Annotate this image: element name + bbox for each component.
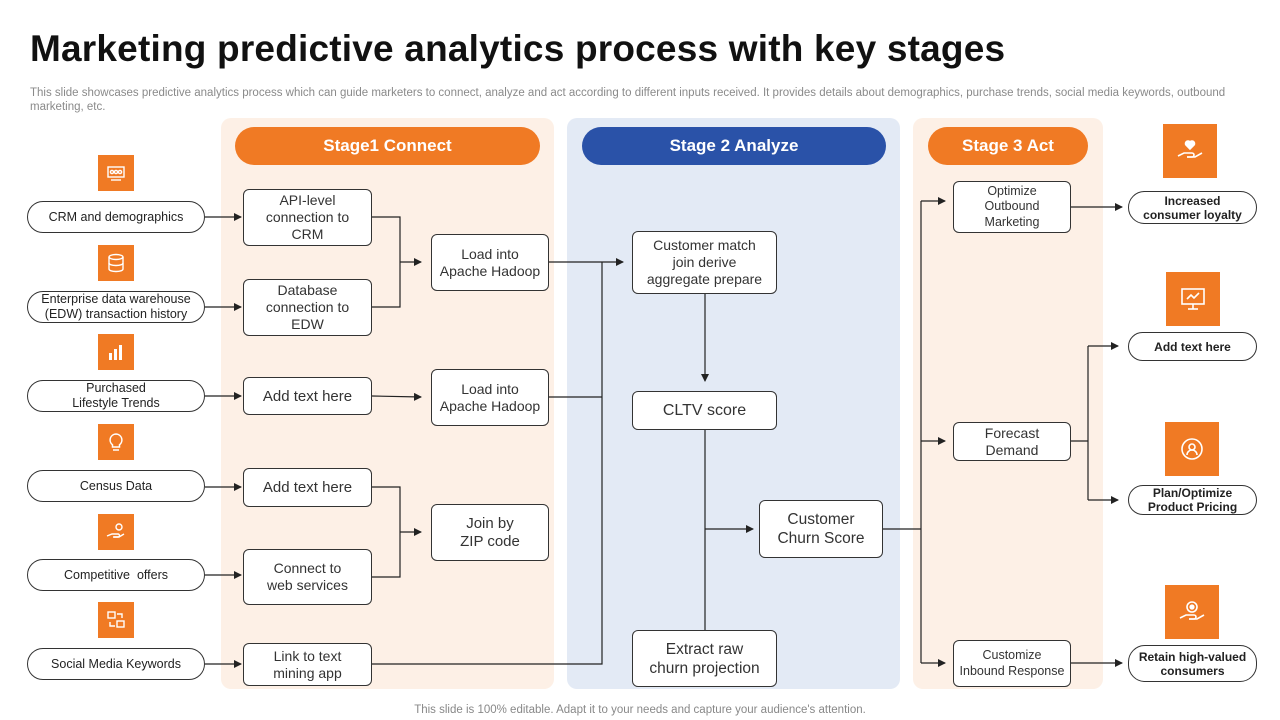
node-text-mining: Link to text mining app bbox=[243, 643, 372, 686]
node-hadoop-1: Load into Apache Hadoop bbox=[431, 234, 549, 291]
loyalty-icon bbox=[1163, 124, 1217, 178]
node-optimize-outbound: Optimize Outbound Marketing bbox=[953, 181, 1071, 233]
retain-icon bbox=[1165, 585, 1219, 639]
stage-connect-title: Stage1 Connect bbox=[235, 127, 540, 165]
social-media-icon bbox=[98, 602, 134, 638]
node-add-text-2: Add text here bbox=[243, 468, 372, 507]
presentation-icon bbox=[1166, 272, 1220, 326]
outcome-product-pricing: Plan/Optimize Product Pricing bbox=[1128, 485, 1257, 515]
node-extract-churn: Extract raw churn projection bbox=[632, 630, 777, 687]
input-social-media-keywords: Social Media Keywords bbox=[27, 648, 205, 680]
node-api-connection: API-level connection to CRM bbox=[243, 189, 372, 246]
outcome-retain-consumers: Retain high-valued consumers bbox=[1128, 645, 1257, 682]
node-zip-code: Join by ZIP code bbox=[431, 504, 549, 561]
hand-offer-icon bbox=[98, 514, 134, 550]
page-subtitle: This slide showcases predictive analytic… bbox=[30, 87, 1226, 113]
node-customer-match: Customer match join derive aggregate pre… bbox=[632, 231, 777, 294]
input-crm-demographics: CRM and demographics bbox=[27, 201, 205, 233]
node-web-services: Connect to web services bbox=[243, 549, 372, 605]
crm-icon bbox=[98, 155, 134, 191]
node-add-text-1: Add text here bbox=[243, 377, 372, 415]
stage-act-title: Stage 3 Act bbox=[928, 127, 1088, 165]
input-edw-transaction-history: Enterprise data warehouse (EDW) transact… bbox=[27, 291, 205, 323]
node-customize-inbound: Customize Inbound Response bbox=[953, 640, 1071, 687]
page-title: Marketing predictive analytics process w… bbox=[30, 28, 1006, 69]
pricing-icon bbox=[1165, 422, 1219, 476]
outcome-increased-loyalty: Increased consumer loyalty bbox=[1128, 191, 1257, 224]
database-icon bbox=[98, 245, 134, 281]
node-hadoop-2: Load into Apache Hadoop bbox=[431, 369, 549, 426]
outcome-add-text: Add text here bbox=[1128, 332, 1257, 361]
node-cltv-score: CLTV score bbox=[632, 391, 777, 430]
input-census-data: Census Data bbox=[27, 470, 205, 502]
input-lifestyle-trends: Purchased Lifestyle Trends bbox=[27, 380, 205, 412]
input-competitive-offers: Competitive offers bbox=[27, 559, 205, 591]
node-database-connection: Database connection to EDW bbox=[243, 279, 372, 336]
footer-note: This slide is 100% editable. Adapt it to… bbox=[414, 704, 866, 716]
stage-analyze-title: Stage 2 Analyze bbox=[582, 127, 886, 165]
node-forecast-demand: Forecast Demand bbox=[953, 422, 1071, 461]
lightbulb-icon bbox=[98, 424, 134, 460]
node-customer-churn-score: Customer Churn Score bbox=[759, 500, 883, 558]
trends-icon bbox=[98, 334, 134, 370]
